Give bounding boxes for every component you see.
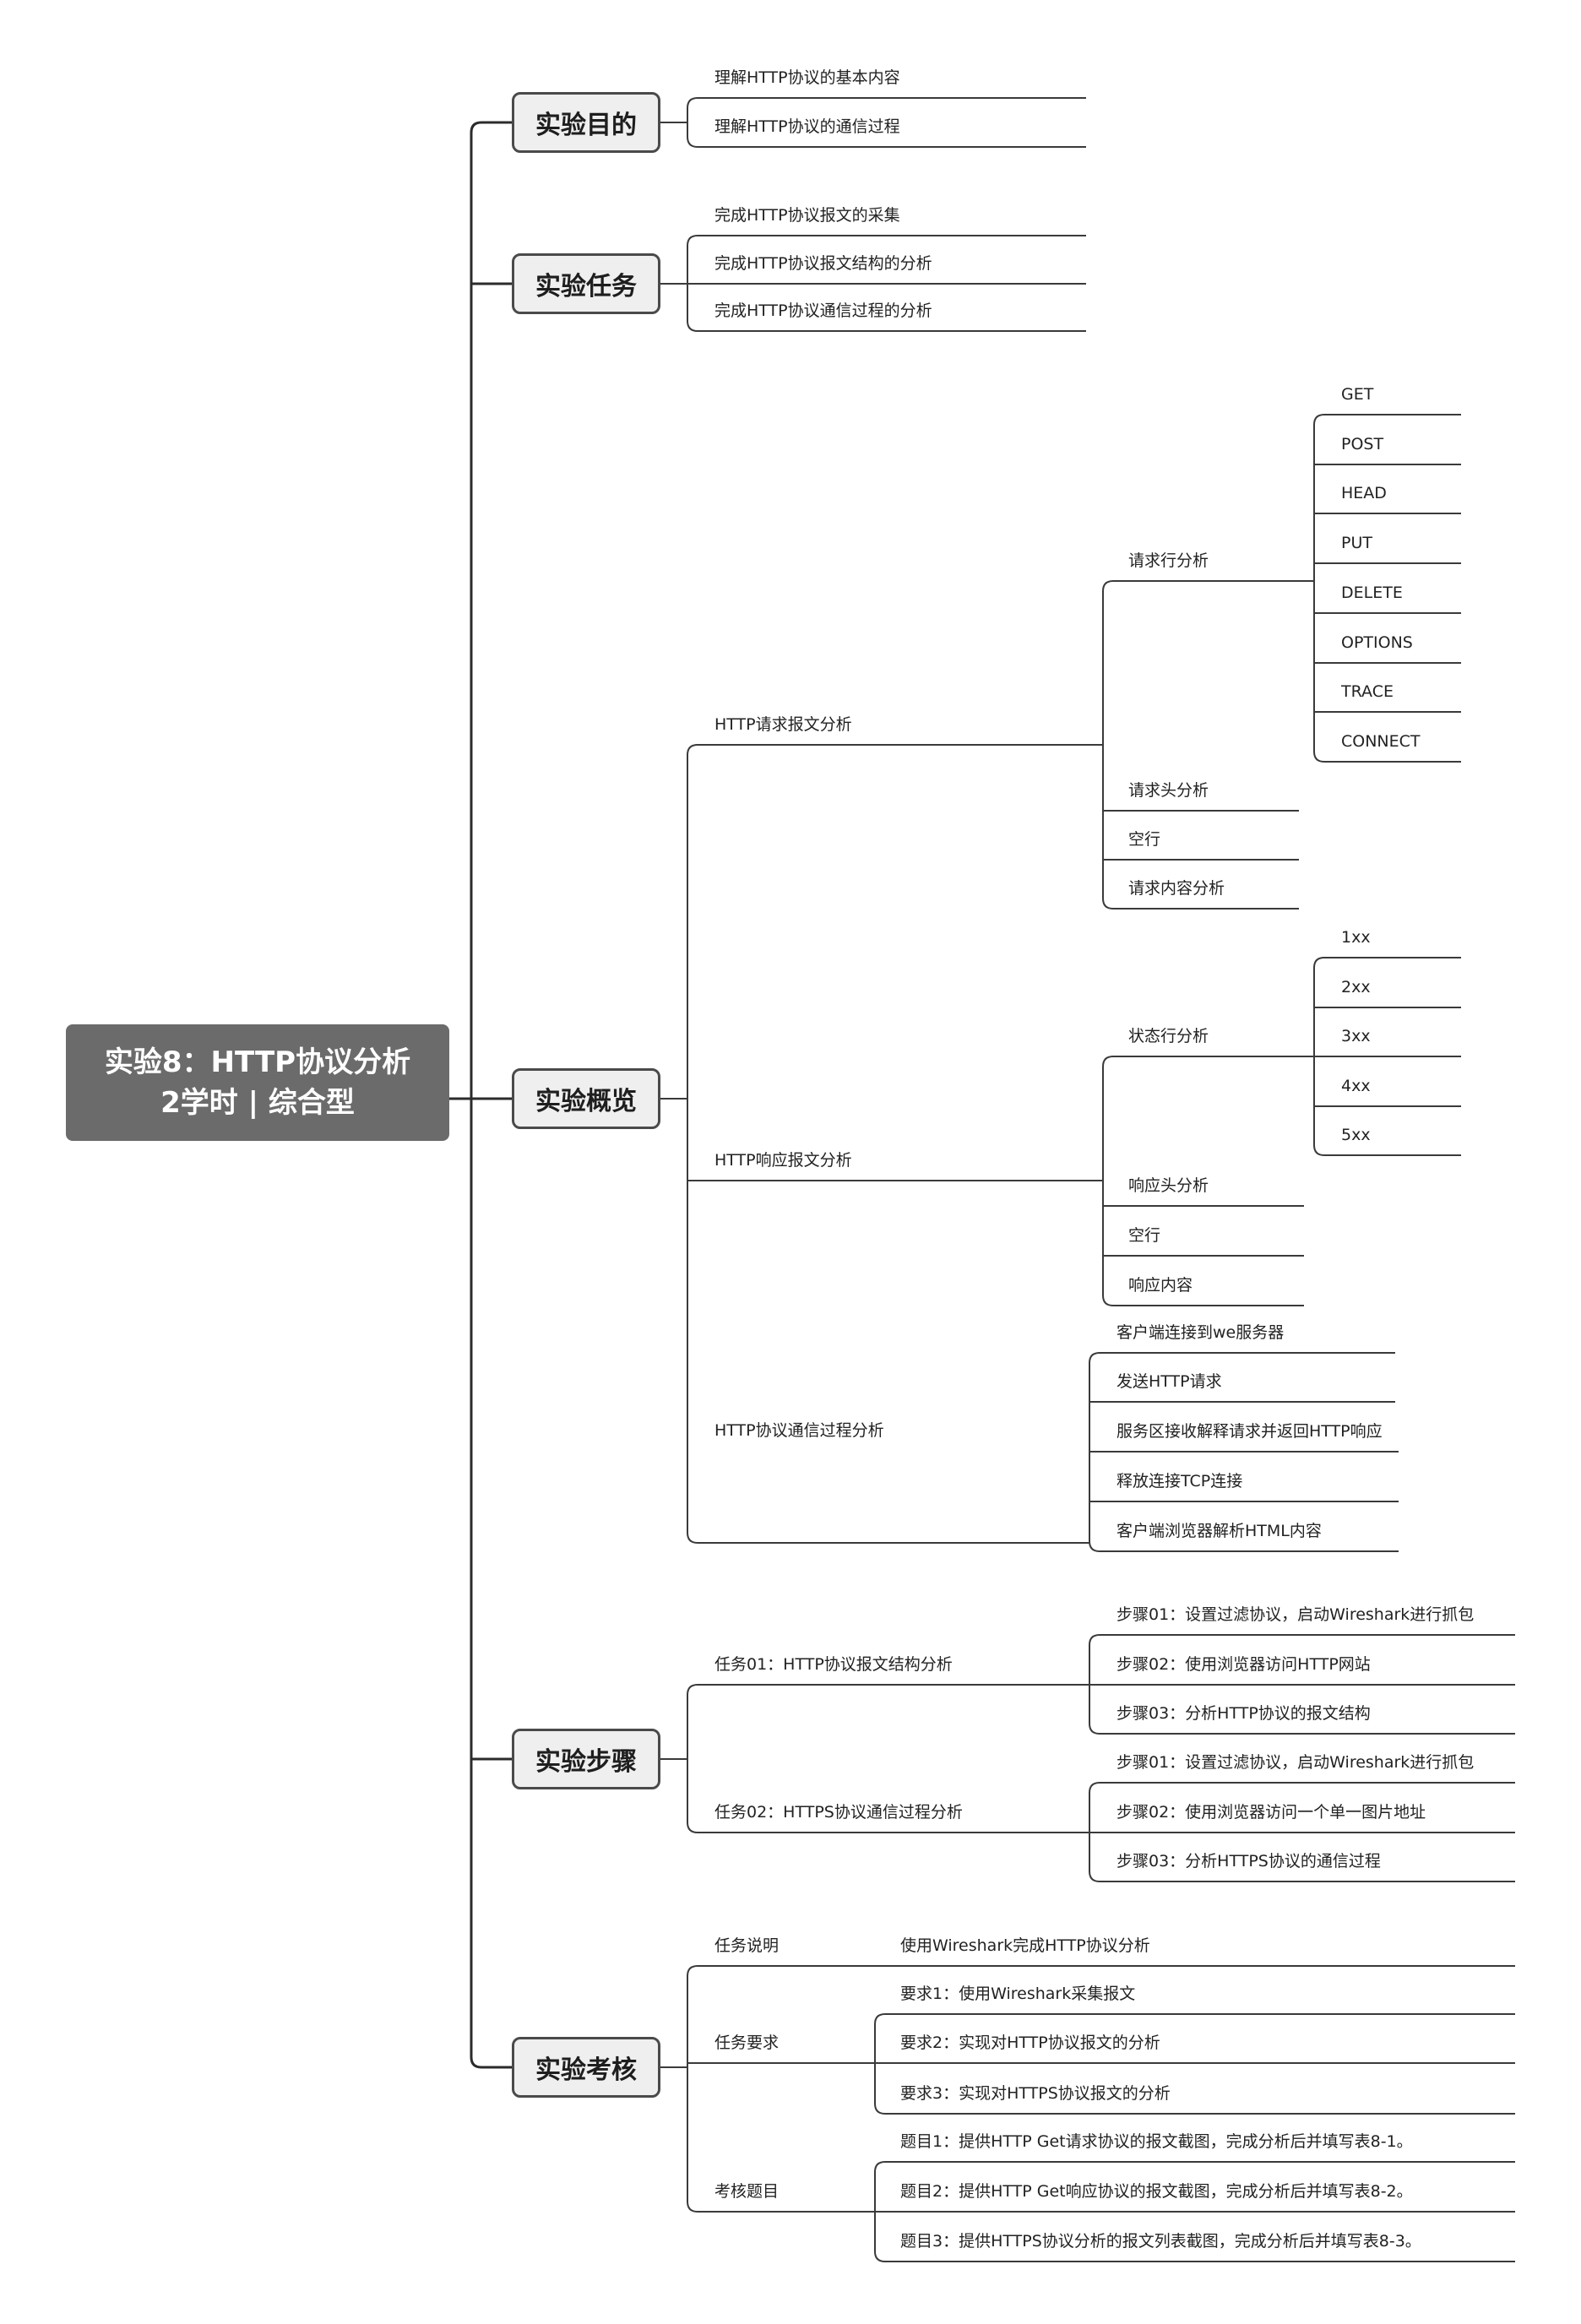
status-code-item[interactable]: 1xx (1341, 928, 1371, 947)
method-item[interactable]: DELETE (1341, 584, 1403, 602)
node-steps[interactable]: 实验步骤 (512, 1729, 660, 1789)
node-assessment[interactable]: 实验考核 (512, 2037, 660, 2098)
question-item[interactable]: 题目3：提供HTTPS协议分析的报文列表截图，完成分析后并填写表8-3。 (900, 2232, 1421, 2251)
assessment-question-label[interactable]: 考核题目 (714, 2182, 780, 2201)
assessment-req-label[interactable]: 任务要求 (714, 2033, 780, 2052)
method-item[interactable]: OPTIONS (1341, 633, 1413, 652)
status-code-item[interactable]: 2xx (1341, 978, 1371, 996)
task-item[interactable]: 完成HTTP协议报文的采集 (714, 206, 900, 225)
method-item[interactable]: HEAD (1341, 484, 1387, 502)
step-item[interactable]: 步骤01：设置过滤协议，启动Wireshark进行抓包 (1116, 1753, 1475, 1772)
status-code-item[interactable]: 3xx (1341, 1027, 1371, 1045)
step-item[interactable]: 步骤03：分析HTTP协议的报文结构 (1116, 1704, 1371, 1723)
process-item[interactable]: 服务区接收解释请求并返回HTTP响应 (1116, 1422, 1383, 1441)
method-item[interactable]: CONNECT (1341, 732, 1421, 751)
response-body-node[interactable]: 响应内容 (1128, 1276, 1193, 1295)
request-body-node[interactable]: 请求内容分析 (1128, 879, 1225, 898)
request-blank-node[interactable]: 空行 (1128, 830, 1161, 849)
step-task1-node[interactable]: 任务01：HTTP协议报文结构分析 (714, 1655, 953, 1674)
step-item[interactable]: 步骤03：分析HTTPS协议的通信过程 (1116, 1852, 1381, 1871)
status-code-item[interactable]: 4xx (1341, 1077, 1371, 1095)
root-subtitle: 2学时 | 综合型 (160, 1086, 355, 1120)
requirement-item[interactable]: 要求1：使用Wireshark采集报文 (900, 1985, 1136, 2003)
assessment-desc-label[interactable]: 任务说明 (714, 1936, 780, 1955)
status-code-item[interactable]: 5xx (1341, 1126, 1371, 1144)
request-message-node[interactable]: HTTP请求报文分析 (714, 715, 852, 734)
node-objective[interactable]: 实验目的 (512, 92, 660, 153)
process-item[interactable]: 客户端连接到we服务器 (1116, 1323, 1285, 1342)
response-message-node[interactable]: HTTP响应报文分析 (714, 1151, 852, 1170)
step-item[interactable]: 步骤02：使用浏览器访问HTTP网站 (1116, 1655, 1371, 1674)
process-item[interactable]: 发送HTTP请求 (1116, 1372, 1222, 1391)
task-item[interactable]: 完成HTTP协议报文结构的分析 (714, 254, 932, 273)
process-item[interactable]: 释放连接TCP连接 (1116, 1472, 1243, 1491)
assessment-desc[interactable]: 使用Wireshark完成HTTP协议分析 (900, 1936, 1150, 1955)
method-item[interactable]: GET (1341, 385, 1374, 404)
response-blank-node[interactable]: 空行 (1128, 1226, 1161, 1245)
task-item[interactable]: 完成HTTP协议通信过程的分析 (714, 301, 932, 320)
objective-item[interactable]: 理解HTTP协议的基本内容 (714, 68, 900, 87)
node-overview[interactable]: 实验概览 (512, 1068, 660, 1129)
objective-item[interactable]: 理解HTTP协议的通信过程 (714, 117, 900, 136)
method-item[interactable]: TRACE (1341, 682, 1394, 701)
requirement-item[interactable]: 要求3：实现对HTTPS协议报文的分析 (900, 2084, 1171, 2103)
root-title: 实验8：HTTP协议分析 (104, 1045, 411, 1079)
response-header-node[interactable]: 响应头分析 (1128, 1176, 1209, 1195)
requirement-item[interactable]: 要求2：实现对HTTP协议报文的分析 (900, 2033, 1160, 2052)
question-item[interactable]: 题目1：提供HTTP Get请求协议的报文截图，完成分析后并填写表8-1。 (900, 2132, 1413, 2151)
request-header-node[interactable]: 请求头分析 (1128, 781, 1209, 800)
step-item[interactable]: 步骤02：使用浏览器访问一个单一图片地址 (1116, 1803, 1426, 1822)
process-item[interactable]: 客户端浏览器解析HTML内容 (1116, 1522, 1322, 1540)
method-item[interactable]: PUT (1341, 534, 1372, 552)
process-node[interactable]: HTTP协议通信过程分析 (714, 1421, 884, 1440)
step-item[interactable]: 步骤01：设置过滤协议，启动Wireshark进行抓包 (1116, 1605, 1475, 1624)
request-line-node[interactable]: 请求行分析 (1128, 551, 1209, 570)
root-node[interactable]: 实验8：HTTP协议分析 2学时 | 综合型 (66, 1024, 449, 1141)
method-item[interactable]: POST (1341, 435, 1384, 453)
status-line-node[interactable]: 状态行分析 (1128, 1027, 1209, 1045)
question-item[interactable]: 题目2：提供HTTP Get响应协议的报文截图，完成分析后并填写表8-2。 (900, 2182, 1413, 2201)
node-tasks[interactable]: 实验任务 (512, 253, 660, 314)
step-task2-node[interactable]: 任务02：HTTPS协议通信过程分析 (714, 1803, 963, 1822)
